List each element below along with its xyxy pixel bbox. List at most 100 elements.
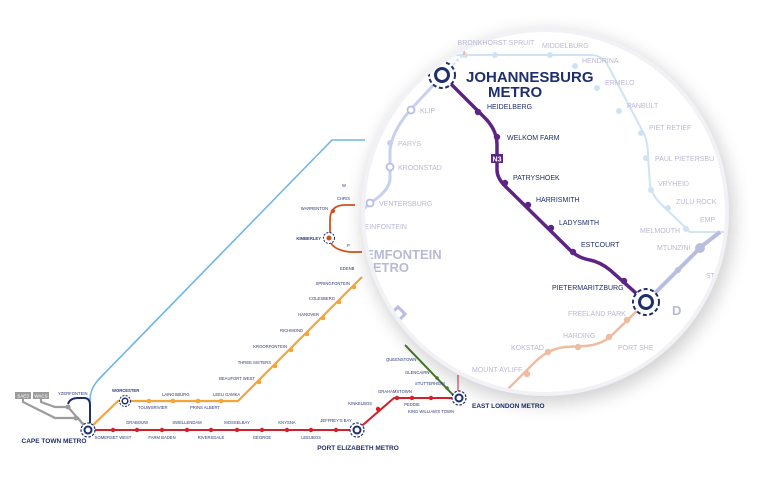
- station-label: GEORGE: [253, 435, 272, 440]
- station-label: ERMELO: [605, 80, 635, 87]
- station-label: D: [672, 303, 681, 318]
- station-label: MOSSELBAY: [224, 420, 250, 425]
- orange-line: [87, 276, 363, 431]
- station-label: PIETERMARITZBURG: [552, 285, 624, 292]
- station-dot: [110, 427, 116, 433]
- station-dot: [320, 315, 326, 321]
- station-dot: [605, 333, 613, 341]
- red-line: [88, 397, 458, 431]
- station-label: ESTCOURT: [581, 242, 620, 249]
- cable-line: [21, 399, 89, 431]
- station-dot: [435, 376, 439, 380]
- station-label: PEDDIE: [404, 402, 420, 407]
- station-label: RIVERSDALE: [198, 435, 225, 440]
- station-label: W: [342, 183, 346, 188]
- station-dot: [121, 397, 129, 405]
- station-dot: [304, 331, 310, 337]
- station-dot: [159, 427, 165, 433]
- station-label: P: [347, 243, 350, 248]
- station-label: MIDDELBURG: [542, 43, 589, 50]
- station-dot: [547, 224, 555, 232]
- metro-port-elizabeth[interactable]: PORT ELIZABETH METRO: [317, 422, 399, 452]
- metro-durban: [632, 288, 660, 316]
- station-dot: [409, 395, 415, 401]
- station-dot: [387, 140, 393, 146]
- station-dot: [675, 267, 681, 273]
- station-label: SPRINGFONTEIN: [316, 281, 350, 286]
- station-label: MTUNZINI: [657, 245, 690, 252]
- station-label: MELMOUTH: [640, 228, 680, 235]
- station-dot: [234, 427, 240, 433]
- station-label: COLESBERG: [309, 296, 335, 301]
- station-dot: [208, 427, 214, 433]
- station-dot: [544, 348, 552, 356]
- metro-label: PORT ELIZABETH METRO: [317, 445, 399, 452]
- station-dot: [308, 427, 314, 433]
- station-label: KNYSNA: [278, 420, 295, 425]
- station-dot: [73, 415, 79, 421]
- station-dot: [288, 347, 294, 353]
- station-dot: [547, 52, 553, 58]
- station-label: HENDRINA: [582, 58, 619, 65]
- south-coast-labels: FREELAND PARK HARDING KOKSTAD MOUNT AYLI…: [472, 303, 681, 374]
- station-label: LEEUBOS: [301, 435, 321, 440]
- metro-label: CAPE TOWN METRO: [22, 438, 87, 445]
- map-element: [523, 316, 631, 378]
- metro-east-london[interactable]: EAST LONDON METRO: [451, 390, 545, 410]
- station-label: JEFFREY'S BAY: [320, 418, 352, 423]
- station-dot: [365, 198, 375, 208]
- station-dot: [474, 108, 482, 116]
- station-label: STUTTERHEIM: [415, 381, 445, 386]
- north-line: [365, 54, 725, 233]
- station-dot: [683, 226, 689, 232]
- station-dot: [648, 187, 654, 193]
- station-dot: [445, 386, 449, 390]
- station-label: VRYHEID: [658, 181, 689, 188]
- map-element: [474, 108, 628, 285]
- magnifier-lens: [365, 32, 725, 392]
- station-dot: [574, 343, 582, 351]
- station-label: KING WILLIAM'S TOWN: [408, 409, 454, 414]
- station-dot: [394, 395, 400, 401]
- station-label: WORCESTER: [112, 388, 139, 393]
- station-label: MOUNT AYLIFF: [472, 367, 522, 374]
- station-label: LAINGSBURG: [162, 392, 189, 397]
- station-dot: [184, 427, 190, 433]
- cable-badge-sae3: [15, 392, 31, 399]
- station-dot: [523, 370, 531, 378]
- station-dot: [146, 398, 152, 404]
- station-label: VENTERSBURG: [379, 201, 432, 208]
- station-dot: [616, 108, 622, 114]
- station-dot: [272, 363, 278, 369]
- station-dot: [326, 235, 332, 241]
- yzerfontein-loop: [67, 397, 91, 428]
- station-label: FARM BADEN: [148, 435, 175, 440]
- station-dot: [256, 379, 262, 385]
- station-dot: [336, 299, 342, 305]
- north-labels: MIDDELBURG HENDRINA ERMELO PANBULT PIET …: [436, 43, 719, 280]
- cable-label: SAE3: [17, 394, 29, 399]
- route-badge: [491, 154, 503, 163]
- station-dot: [218, 398, 224, 404]
- station-label: KLIP: [420, 108, 436, 115]
- station-label: SWELLENDAM: [172, 420, 202, 425]
- cable-labels: SAE3 WACS: [15, 392, 89, 431]
- map-element: [462, 52, 689, 232]
- station-label: ZULU ROCK: [676, 199, 717, 206]
- station-dot: [195, 398, 201, 404]
- station-dot: [623, 316, 631, 324]
- purple-labels: HEIDELBERG WELKOM FARM PATRYSHOEK HARRIS…: [487, 104, 624, 292]
- station-label: PORT SHE: [618, 345, 654, 352]
- station-label: GRABOUW: [126, 420, 148, 425]
- station-label: PARYS: [398, 141, 421, 148]
- metro-cape-town[interactable]: CAPE TOWN METRO: [22, 422, 96, 445]
- station-label: FREELAND PARK: [568, 311, 626, 318]
- station-dot: [454, 393, 464, 403]
- station-dot: [638, 294, 654, 310]
- station-label: EMP: [700, 217, 716, 224]
- station-label: PANBULT: [627, 103, 659, 110]
- station-label: KLEINFONTEIN: [356, 224, 407, 231]
- kimberley-line: [329, 204, 362, 253]
- cable-badge-wacs: [33, 392, 49, 399]
